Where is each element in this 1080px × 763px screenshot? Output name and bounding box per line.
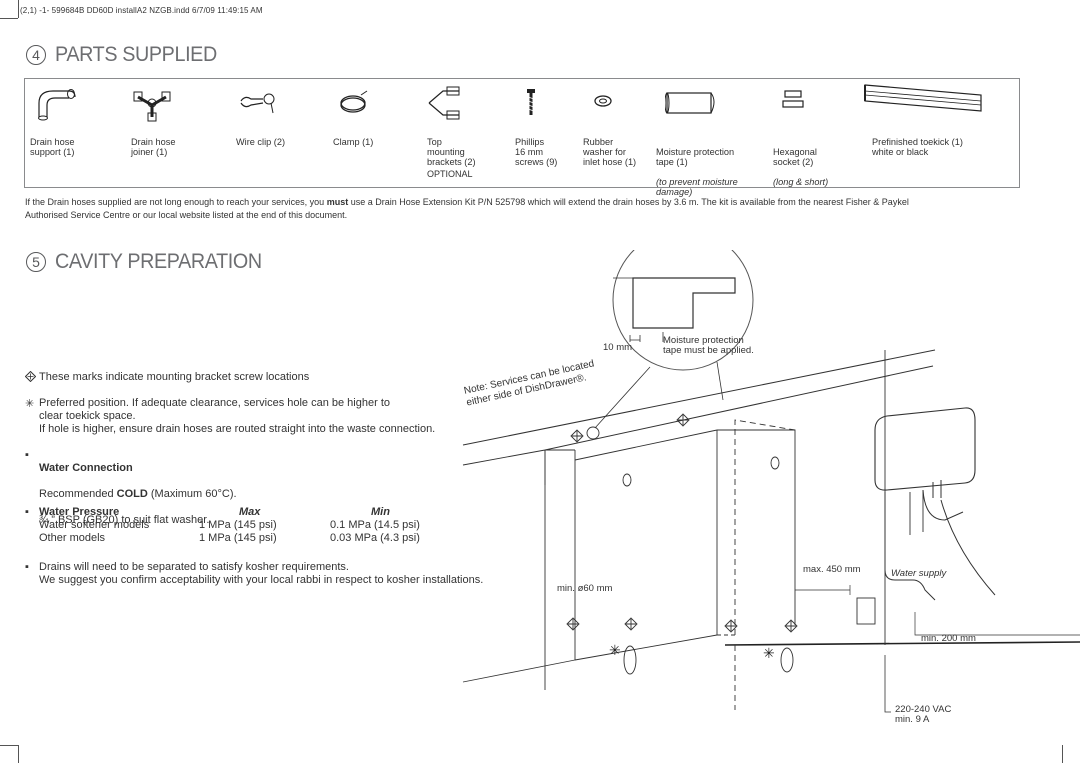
min-200-label: min. 200 mm bbox=[921, 633, 976, 644]
part-label: Phillips 16 mm screws (9) bbox=[515, 137, 558, 167]
part-label: Top mounting brackets (2) bbox=[427, 137, 476, 167]
table-cell-max: 1 MPa (145 psi) bbox=[199, 519, 277, 531]
kosher-text: Drains will need to be separated to sati… bbox=[39, 561, 484, 586]
section-number: 5 bbox=[26, 252, 46, 272]
bullet-icon: ▪ bbox=[25, 561, 29, 573]
bullet-icon: ▪ bbox=[25, 506, 29, 518]
crop-mark bbox=[18, 745, 19, 763]
cavity-diagram-drawing: ✳ ✳ bbox=[462, 250, 1080, 713]
column-header-max: Max bbox=[239, 506, 261, 518]
crop-mark bbox=[0, 745, 18, 746]
part-label: Prefinished toekick (1) white or black bbox=[872, 137, 963, 157]
optional-label: OPTIONAL bbox=[427, 169, 473, 179]
section-title: PARTS SUPPLIED bbox=[55, 43, 217, 66]
table-cell-min: 0.03 MPa (4.3 psi) bbox=[330, 532, 420, 544]
legend-text: These marks indicate mounting bracket sc… bbox=[39, 371, 310, 383]
hexagonal-socket-icon bbox=[782, 90, 804, 108]
note-emphasis: must bbox=[326, 197, 349, 207]
parts-supplied-box: Drain hose support (1) Drain hose joiner… bbox=[24, 78, 1020, 197]
section-5-header: 5 CAVITY PREPARATION bbox=[26, 250, 275, 274]
svg-text:✳: ✳ bbox=[609, 642, 621, 658]
bullet-icon: ▪ bbox=[25, 449, 29, 461]
part-note: (long & short) bbox=[773, 177, 829, 187]
drain-hose-joiner-icon bbox=[133, 91, 171, 122]
legend-preferred-position: ✳ Preferred position. If adequate cleara… bbox=[25, 397, 435, 436]
moisture-tape-icon bbox=[665, 92, 715, 114]
part-note: (to prevent moisture damage) bbox=[656, 177, 738, 197]
clamp-icon bbox=[340, 90, 368, 113]
table-cell-min: 0.1 MPa (14.5 psi) bbox=[330, 519, 420, 531]
part-label: Hexagonal socket (2) (long & short) bbox=[773, 137, 828, 197]
legend-mounting-marks: These marks indicate mounting bracket sc… bbox=[24, 370, 310, 385]
table-row-label: Other models bbox=[39, 532, 106, 544]
legend-text: Preferred position. If adequate clearanc… bbox=[39, 397, 436, 435]
rubber-washer-icon bbox=[594, 95, 612, 107]
part-label: Clamp (1) bbox=[333, 137, 374, 147]
table-row-label: Water softener models bbox=[39, 519, 150, 531]
water-connection-bsp: ¾ ” BSP (GB20) to suit flat washer. bbox=[39, 514, 210, 526]
water-connection-block: ▪ Water Connection Recommended COLD (Max… bbox=[25, 449, 237, 540]
water-supply-label: Water supply bbox=[891, 568, 947, 579]
asterisk-icon: ✳ bbox=[25, 398, 35, 410]
recommended-prefix: Recommended bbox=[39, 488, 117, 500]
section-title: CAVITY PREPARATION bbox=[55, 250, 262, 273]
screw-icon bbox=[527, 89, 535, 115]
kosher-note: ▪ Drains will need to be separated to sa… bbox=[25, 561, 483, 587]
water-connection-heading: Water Connection bbox=[39, 462, 133, 474]
crop-mark bbox=[1062, 745, 1063, 763]
moisture-protection-note: Moisture protection tape must be applied… bbox=[663, 335, 754, 356]
svg-text:✳: ✳ bbox=[763, 645, 775, 661]
part-label: Wire clip (2) bbox=[236, 137, 286, 147]
water-connection-recommended: Recommended COLD (Maximum 60°C). bbox=[39, 488, 237, 501]
table-cell-max: 1 MPa (145 psi) bbox=[199, 532, 277, 544]
drain-hose-support-icon bbox=[38, 89, 76, 121]
part-name: Moisture protection tape (1) bbox=[656, 147, 735, 167]
section-4-header: 4 PARTS SUPPLIED bbox=[26, 43, 227, 67]
drain-extension-note: If the Drain hoses supplied are not long… bbox=[25, 196, 925, 222]
power-supply-label: 220-240 VAC min. 9 A bbox=[895, 704, 952, 725]
water-pressure-heading: Water Pressure bbox=[39, 506, 120, 518]
max-450-label: max. 450 mm bbox=[803, 564, 861, 575]
part-label: Drain hose support (1) bbox=[30, 137, 75, 157]
dimension-10mm-label: 10 mm bbox=[603, 342, 633, 353]
section-number: 4 bbox=[26, 45, 46, 65]
recommended-suffix: (Maximum 60°C). bbox=[147, 488, 237, 500]
wire-clip-icon bbox=[240, 93, 275, 114]
cold-label: COLD bbox=[116, 488, 148, 500]
part-label: Rubber washer for inlet hose (1) bbox=[583, 137, 637, 167]
min-60-label: min. ø60 mm bbox=[557, 583, 613, 594]
note-text: use a Drain Hose Extension Kit P/N 52579… bbox=[25, 197, 909, 220]
part-label: Moisture protection tape (1) (to prevent… bbox=[656, 137, 738, 207]
note-text: If the Drain hoses supplied are not long… bbox=[25, 197, 327, 207]
top-mounting-bracket-icon bbox=[428, 86, 460, 120]
part-label: Drain hose joiner (1) bbox=[131, 137, 176, 157]
file-header: (2,1) -1- 599684B DD60D installA2 NZGB.i… bbox=[20, 6, 263, 15]
crop-mark bbox=[18, 0, 19, 18]
crop-mark bbox=[0, 18, 18, 19]
toekick-icon bbox=[864, 84, 982, 112]
cavity-diagram: ✳ ✳ 10 mm Moisture protection tape must … bbox=[455, 250, 1080, 763]
mounting-mark-icon bbox=[24, 370, 39, 385]
part-name: Hexagonal socket (2) bbox=[773, 147, 817, 167]
water-connection-text: Water Connection Recommended COLD (Maxim… bbox=[39, 449, 237, 540]
column-header-min: Min bbox=[371, 506, 390, 518]
